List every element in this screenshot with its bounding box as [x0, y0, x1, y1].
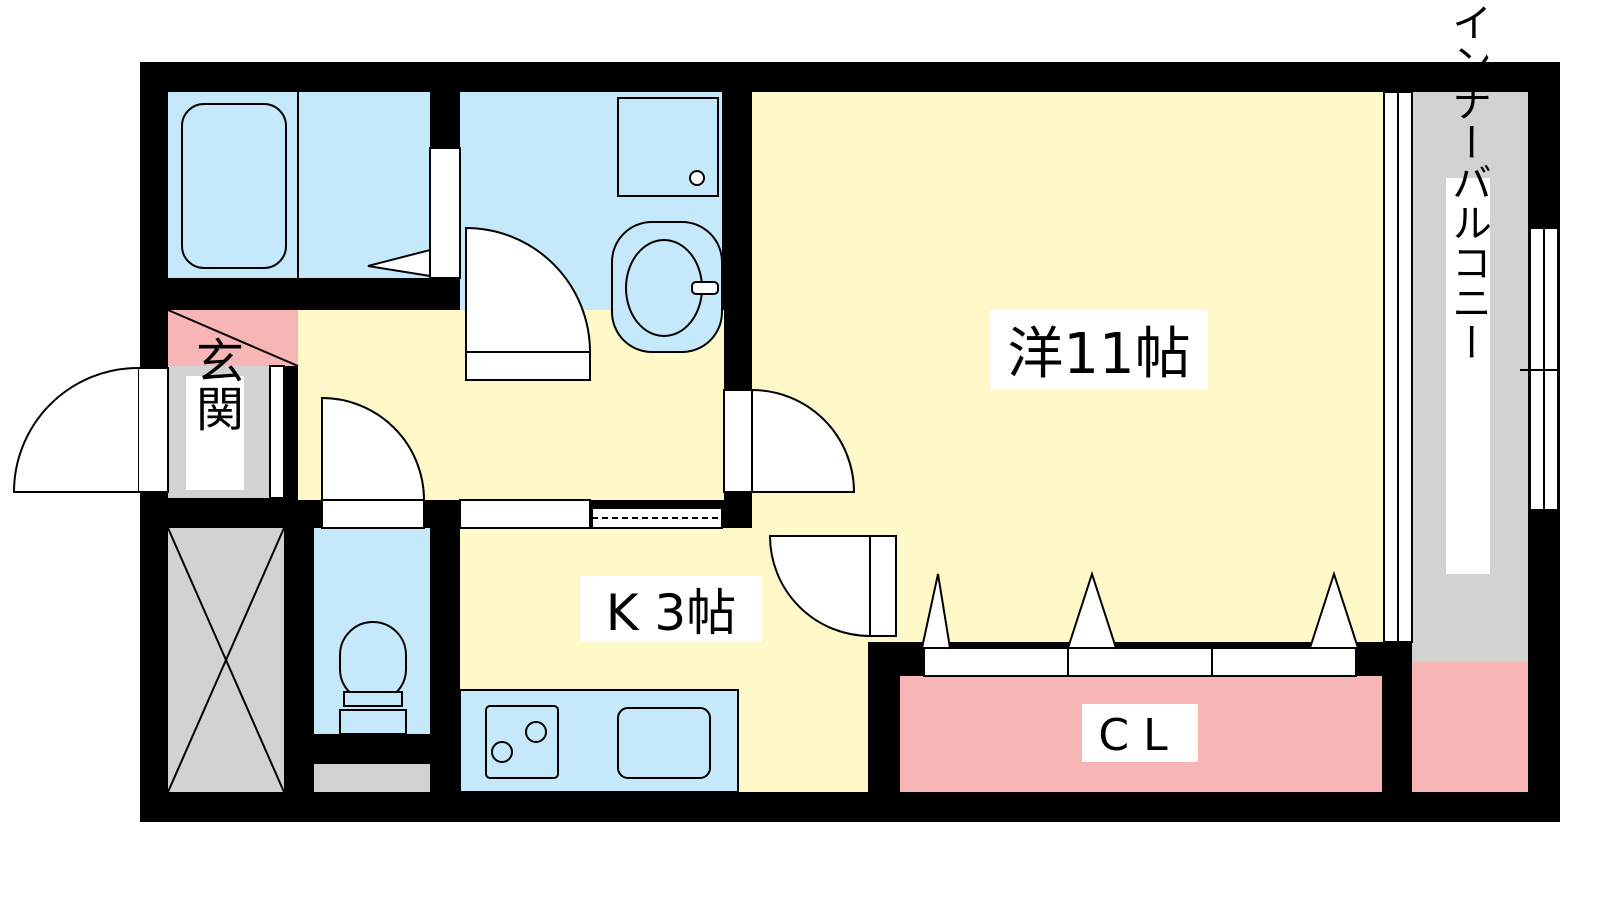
burner-1: [491, 741, 513, 763]
room-door-frame: [723, 389, 753, 493]
toilet-shelf: [314, 764, 430, 792]
kitchen-door-swing: [768, 535, 871, 638]
toilet-bowl: [339, 621, 407, 703]
closet-door-3: [1211, 647, 1357, 677]
toilet-door-swing: [321, 396, 426, 501]
room-door-swing: [751, 388, 856, 493]
toilet-tank: [339, 709, 407, 735]
burner-2: [525, 721, 547, 743]
storage-cross-b: [167, 527, 285, 793]
closet-door-2: [1067, 647, 1213, 677]
closet-label-bg: [1082, 704, 1198, 762]
washroom-door-swing: [465, 226, 592, 353]
closet-door-swing-2: [1066, 570, 1118, 649]
entrance-door-swing: [12, 367, 139, 493]
washing-machine-drain: [689, 170, 705, 186]
western-room-label: 洋11帖: [1007, 322, 1190, 387]
toilet-seat-hinge: [343, 691, 403, 707]
closet-door-swing-1: [920, 573, 952, 649]
balcony-label-bg: [1446, 178, 1490, 574]
entrance-label-bg: [186, 376, 244, 490]
washroom-door-frame: [465, 351, 591, 381]
closet-door-swing-3: [1308, 570, 1360, 649]
kitchen-label-bg: [580, 576, 762, 642]
entrance-step: [269, 365, 285, 499]
western-room-label-bg: [990, 310, 1208, 390]
balcony-label: インナーバルコニー: [1445, 2, 1491, 362]
stove: [485, 705, 559, 779]
shoe-storage-diagonal: [167, 309, 299, 367]
bath-door-frame: [429, 147, 461, 279]
kitchen-partition-a: [459, 499, 591, 529]
entrance-door-frame: [137, 367, 169, 493]
kitchen-door-frame: [869, 535, 897, 637]
sink-basin: [625, 239, 703, 337]
faucet: [691, 281, 719, 295]
entrance-label: 玄関: [187, 336, 243, 432]
closet-label: CL: [1098, 710, 1181, 761]
kitchen-sink: [617, 707, 711, 779]
bathtub: [181, 103, 287, 269]
bath-door-leaf: [367, 248, 431, 278]
closet-door-1: [923, 647, 1069, 677]
toilet-door-frame: [321, 499, 425, 529]
balcony-storage: [1412, 662, 1528, 792]
kitchen-label: K 3帖: [606, 584, 737, 642]
